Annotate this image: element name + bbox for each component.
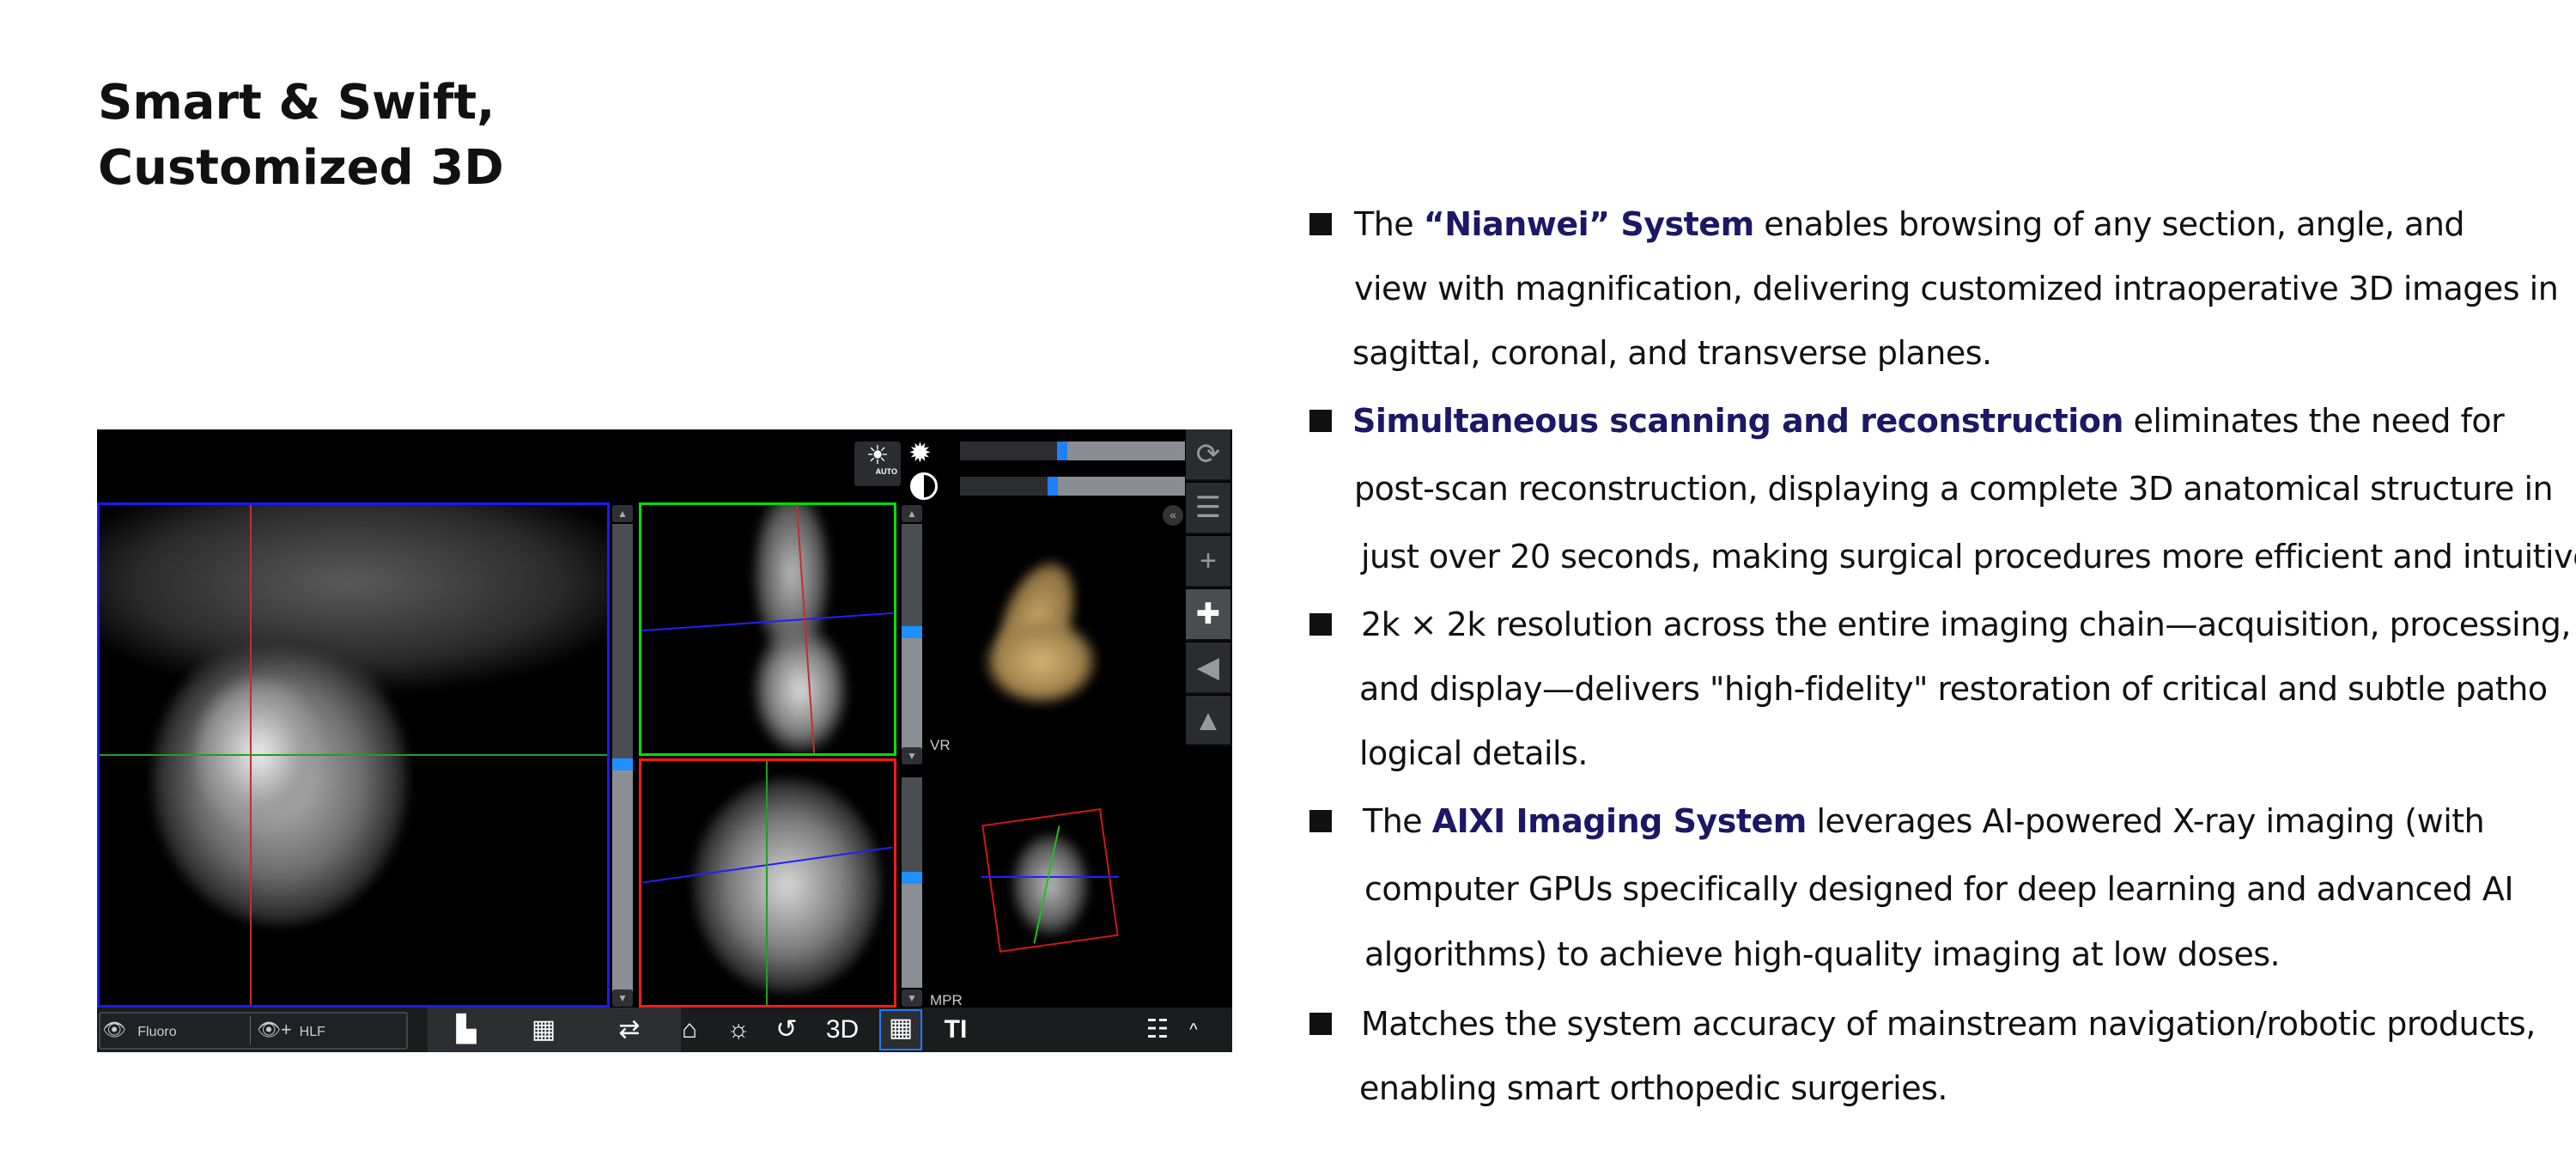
text-tool-button[interactable]: TI <box>944 1015 968 1044</box>
hlf-label: HLF <box>299 1025 325 1039</box>
mpr-scrollbar[interactable] <box>902 777 922 988</box>
mode-selector <box>99 1012 408 1050</box>
eye-plus-icon: 👁+ <box>257 1019 292 1040</box>
text-segment: 2k × 2k resolution across the entire ima… <box>1361 606 2572 643</box>
scroll-up-button[interactable]: ▲ <box>902 505 922 522</box>
fluoro-button[interactable]: 👁 Fluoro <box>102 1013 248 1047</box>
feature-text-line: view with magnification, delivering cust… <box>1354 268 2559 309</box>
scroll-down-button[interactable]: ▼ <box>902 747 922 764</box>
auto-contrast-icon: ☀ <box>866 441 890 470</box>
highlight-text: AIXI Imaging System <box>1431 802 1807 840</box>
vr-label: VR <box>930 737 951 753</box>
highlight-text: “Nianwei” System <box>1423 205 1754 243</box>
feature-text-line: logical details. <box>1359 733 1588 774</box>
text-segment: computer GPUs specifically designed for … <box>1364 870 2514 908</box>
feature-text-line: The AIXI Imaging System leverages AI-pow… <box>1363 801 2485 842</box>
auto-brightness-button[interactable]: ☀ AUTO <box>854 441 901 486</box>
expand-button[interactable]: ^ <box>1189 1020 1198 1039</box>
highlight-text: Simultaneous scanning and reconstruction <box>1352 402 2123 440</box>
text-segment: enabling smart orthopedic surgeries. <box>1359 1069 1948 1107</box>
text-segment: The <box>1363 802 1432 840</box>
text-segment: Matches the system accuracy of mainstrea… <box>1361 1005 2536 1043</box>
scroll-down-button[interactable]: ▼ <box>612 989 633 1007</box>
bullet-square-icon <box>1309 213 1332 235</box>
vr-scrollbar[interactable] <box>902 524 922 752</box>
contrast-slider[interactable] <box>960 477 1185 496</box>
bullet-square-icon <box>1309 810 1332 832</box>
heading-line-1: Smart & Swift, <box>98 75 495 131</box>
text-segment: enables browsing of any section, angle, … <box>1753 205 2465 243</box>
text-segment: algorithms) to achieve high-quality imag… <box>1364 935 2281 973</box>
mpr-label: MPR <box>930 992 963 1008</box>
feature-text-line: algorithms) to achieve high-quality imag… <box>1364 934 2281 975</box>
text-segment: post-scan reconstruction, displaying a c… <box>1354 470 2554 508</box>
feature-text-line: Simultaneous scanning and reconstruction… <box>1352 400 2505 441</box>
text-segment: view with magnification, delivering cust… <box>1354 270 2559 307</box>
text-segment: leverages AI-powered X-ray imaging (with <box>1806 802 2485 840</box>
add-button[interactable]: + <box>1186 536 1230 588</box>
volume-render-view[interactable] <box>925 507 1182 730</box>
text-segment: sagittal, coronal, and transverse planes… <box>1352 334 1992 372</box>
feature-text-line: post-scan reconstruction, displaying a c… <box>1354 468 2554 509</box>
rotate-c-icon[interactable]: ↺ <box>775 1015 798 1044</box>
contrast-icon <box>910 472 938 500</box>
axial-view[interactable] <box>97 502 610 1008</box>
sagittal-view[interactable] <box>639 502 896 756</box>
crosshair-horizontal <box>100 754 607 756</box>
feature-text-line: computer GPUs specifically designed for … <box>1364 868 2514 910</box>
patient-list-icon[interactable]: ☷ <box>1145 1015 1170 1044</box>
brightness-slider[interactable] <box>960 441 1185 460</box>
auto-label: AUTO <box>875 467 897 476</box>
feature-text-line: sagittal, coronal, and transverse planes… <box>1352 332 1992 374</box>
bullet-square-icon <box>1309 1013 1332 1035</box>
3d-button[interactable]: 3D <box>825 1015 860 1044</box>
heading-line-2: Customized 3D <box>98 140 504 196</box>
feature-text-line: just over 20 seconds, making surgical pr… <box>1361 536 2576 577</box>
collapse-panel-button[interactable]: « <box>1163 505 1183 526</box>
grid-layout-button[interactable]: ▦ <box>879 1009 922 1050</box>
scroll-up-button[interactable]: ▲ <box>612 505 633 522</box>
window-level-icon[interactable]: ☼ <box>726 1015 750 1044</box>
text-segment: and display—delivers "high-fidelity" res… <box>1359 670 2548 708</box>
fluoro-label: Fluoro <box>137 1025 177 1039</box>
image-save-icon[interactable]: ▙ <box>456 1015 477 1044</box>
text-segment: The <box>1354 205 1424 243</box>
view-top-button[interactable]: ▲ <box>1186 696 1230 746</box>
feature-text-line: enabling smart orthopedic surgeries. <box>1359 1068 1948 1109</box>
coronal-view[interactable] <box>639 758 896 1008</box>
eye-icon: 👁 <box>102 1019 126 1040</box>
axial-scrollbar[interactable] <box>612 524 633 992</box>
brightness-icon: ✹ <box>908 437 932 468</box>
film-icon[interactable]: ▦ <box>531 1015 556 1044</box>
text-segment: eliminates the need for <box>2123 402 2505 440</box>
hlf-button[interactable]: 👁+ HLF <box>257 1013 403 1047</box>
view-left-button[interactable]: ◀ <box>1186 642 1230 694</box>
bullet-square-icon <box>1309 613 1332 636</box>
home-icon[interactable]: ⌂ <box>681 1015 698 1044</box>
layers-button[interactable]: ☰ <box>1186 483 1230 534</box>
feature-text-line: and display—delivers "high-fidelity" res… <box>1359 668 2548 709</box>
rotate-button[interactable]: ⟳ <box>1186 429 1230 481</box>
bullet-square-icon <box>1309 410 1332 432</box>
feature-text-line: Matches the system accuracy of mainstrea… <box>1361 1003 2536 1044</box>
mpr-3d-preview[interactable] <box>973 807 1127 962</box>
text-segment: just over 20 seconds, making surgical pr… <box>1361 538 2576 575</box>
text-segment: logical details. <box>1359 734 1588 772</box>
feature-text-line: The “Nianwei” System enables browsing of… <box>1354 204 2465 245</box>
swap-icon[interactable]: ⇄ <box>618 1015 641 1044</box>
scroll-down-button[interactable]: ▼ <box>902 989 922 1007</box>
crosshair-button[interactable]: ✚ <box>1186 589 1230 641</box>
page-heading: Smart & Swift, Customized 3D <box>98 70 504 201</box>
imaging-viewer-screenshot: ▲ ▼ ▲ ▼ ▼ VR MPR ☀ AUTO ✹ « ⟳ ☰ + ✚ <box>97 429 1232 1052</box>
bottom-toolbar: 👁 Fluoro 👁+ HLF ▙ ▦ ⇄ ⌂ ☼ ↺ 3D ▦ TI ☷ ^ <box>97 1008 1232 1052</box>
feature-text-line: 2k × 2k resolution across the entire ima… <box>1361 604 2572 645</box>
